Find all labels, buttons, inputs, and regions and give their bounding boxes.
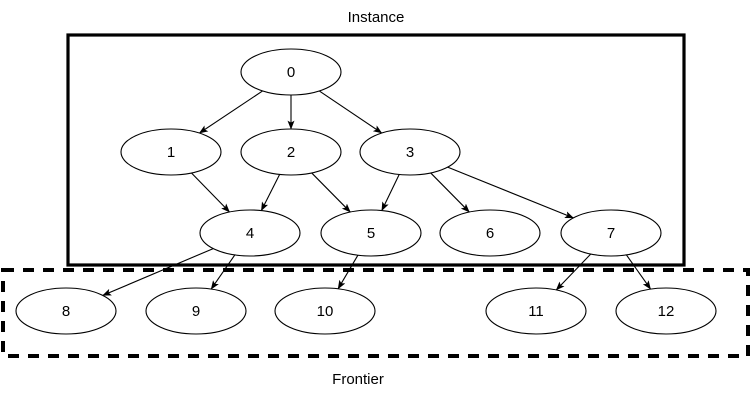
edge-7-to-12 <box>625 254 652 290</box>
node-shape-12[interactable] <box>615 287 717 335</box>
node-label-3: 3 <box>406 144 414 161</box>
edge-5-to-10 <box>337 254 359 290</box>
edge-7-to-11 <box>555 253 592 291</box>
edge-2-to-4 <box>260 174 281 212</box>
edge-0-to-3 <box>318 90 383 134</box>
graph-node-9[interactable]: 9 <box>145 287 247 335</box>
graph-node-7[interactable]: 7 <box>560 209 662 257</box>
graph-node-8[interactable]: 8 <box>15 287 117 335</box>
group-caption-instance: Instance <box>348 9 405 26</box>
node-shape-10[interactable] <box>274 287 376 335</box>
graph-node-6[interactable]: 6 <box>439 209 541 257</box>
edge-3-to-5 <box>381 174 400 212</box>
node-label-9: 9 <box>192 303 200 320</box>
graph-node-10[interactable]: 10 <box>274 287 376 335</box>
graph-node-3[interactable]: 3 <box>359 128 461 176</box>
node-label-2: 2 <box>287 144 295 161</box>
edge-4-to-8 <box>102 248 214 296</box>
node-shape-9[interactable] <box>145 287 247 335</box>
graph-node-4[interactable]: 4 <box>199 209 301 257</box>
node-shape-4[interactable] <box>199 209 301 257</box>
node-label-4: 4 <box>246 225 254 242</box>
node-shape-1[interactable] <box>120 128 222 176</box>
node-label-12: 12 <box>658 303 675 320</box>
node-shape-2[interactable] <box>240 128 342 176</box>
edge-3-to-6 <box>430 172 470 213</box>
node-label-0: 0 <box>287 64 295 81</box>
node-label-8: 8 <box>62 303 70 320</box>
node-shape-3[interactable] <box>359 128 461 176</box>
node-label-7: 7 <box>607 225 615 242</box>
edge-0-to-1 <box>198 90 263 134</box>
edge-1-to-4 <box>191 172 230 213</box>
edge-3-to-7 <box>447 166 574 219</box>
graph-node-12[interactable]: 12 <box>615 287 717 335</box>
group-boxes-layer <box>1 33 750 358</box>
graph-node-2[interactable]: 2 <box>240 128 342 176</box>
node-label-6: 6 <box>486 225 494 242</box>
graph-node-11[interactable]: 11 <box>485 287 587 335</box>
node-shape-8[interactable] <box>15 287 117 335</box>
node-shape-7[interactable] <box>560 209 662 257</box>
node-shape-11[interactable] <box>485 287 587 335</box>
group-box-instance <box>66 33 686 267</box>
node-label-1: 1 <box>167 144 175 161</box>
group-caption-frontier: Frontier <box>332 371 384 388</box>
edges-layer <box>102 90 652 296</box>
node-shape-6[interactable] <box>439 209 541 257</box>
edge-2-to-5 <box>311 172 351 213</box>
graph-node-0[interactable]: 0 <box>240 48 342 96</box>
node-label-5: 5 <box>367 225 375 242</box>
node-label-11: 11 <box>528 303 544 320</box>
edge-4-to-9 <box>210 254 236 290</box>
node-shape-5[interactable] <box>320 209 422 257</box>
group-box-frontier <box>1 268 750 358</box>
graph-node-1[interactable]: 1 <box>120 128 222 176</box>
node-shape-0[interactable] <box>240 48 342 96</box>
node-label-10: 10 <box>317 303 334 320</box>
graph-node-5[interactable]: 5 <box>320 209 422 257</box>
